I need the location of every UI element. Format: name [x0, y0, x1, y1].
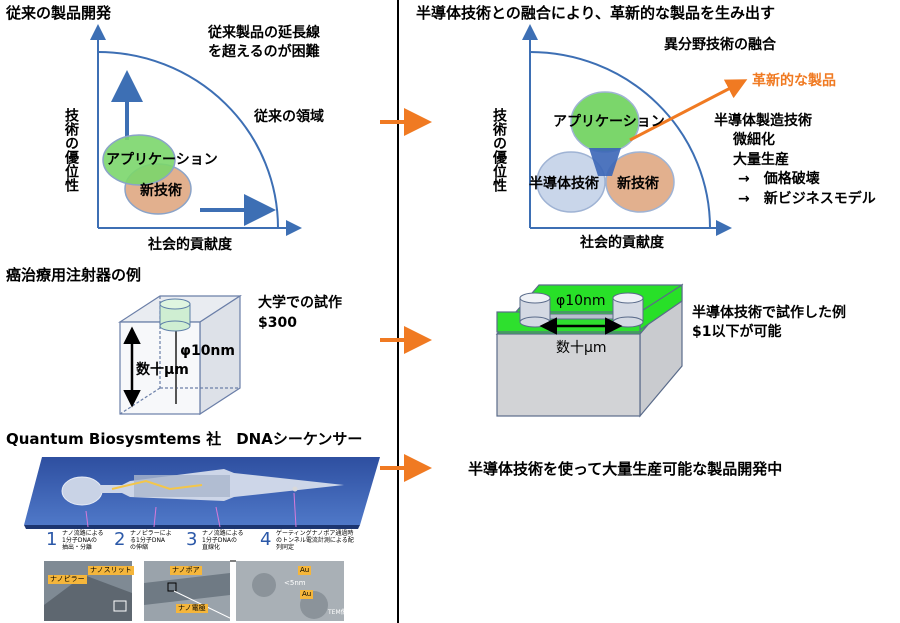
dna-heading: Quantum Biosysmtems 社 DNAシーケンサー: [6, 430, 363, 448]
fusion-label: 異分野技術の融合: [664, 37, 776, 53]
chip-reservoir: [61, 476, 103, 506]
left-note-line2: を超えるのが困難: [208, 44, 320, 60]
step-text: ゲーティングナノポア通過時のトンネル電流計測による配列同定: [276, 530, 354, 551]
dna-dev-text: 半導体技術を使って大量生産可能な製品開発中: [468, 460, 783, 478]
cancer-heading: 癌治療用注射器の例: [6, 266, 142, 284]
right-circle-app-label: アプリケーション: [553, 114, 665, 130]
step-number: 1: [46, 529, 58, 550]
tem-label: TEM像: [328, 609, 347, 616]
left-y-axis-label: 技術の優位性: [63, 108, 79, 192]
step-number: 3: [186, 529, 198, 550]
transition-arrows: [380, 108, 432, 482]
univ-line1: 大学での試作: [258, 295, 342, 311]
left-circle-app-label: アプリケーション: [106, 152, 218, 168]
left-chart: [90, 24, 302, 236]
len-right: 数十μm: [556, 340, 607, 356]
left-region-label: 従来の領域: [254, 109, 324, 125]
right-chart: [522, 24, 748, 236]
left-syringe: [159, 298, 191, 404]
tag-au-top: Au: [298, 566, 312, 575]
left-circle-app: [102, 134, 176, 186]
left-note-line1: 従来製品の延長線: [208, 25, 320, 41]
right-heading: 半導体技術との融合により、革新的な製品を生み出す: [416, 4, 775, 22]
tag-nanopore: ナノポア: [170, 566, 202, 575]
innovation-label: 革新的な製品: [752, 73, 836, 89]
feature-item: 大量生産: [733, 152, 789, 168]
right-circle-tech-label: 新技術: [617, 176, 659, 192]
right-region-arc: [529, 51, 711, 229]
innovation-arrow: [629, 79, 748, 142]
phi-right: φ10nm: [556, 293, 606, 309]
left-heading: 従来の製品開発: [6, 4, 112, 22]
left-circle-tech-label: 新技術: [140, 183, 182, 199]
semi-line1: 半導体技術で試作した例: [692, 305, 846, 321]
right-circle-semi-label: 半導体技術: [529, 176, 599, 192]
tag-au-bottom: Au: [300, 590, 314, 599]
right-circle-semi: [536, 151, 606, 213]
phi-left: φ10nm: [180, 343, 235, 359]
univ-line2: $300: [258, 315, 297, 331]
right-circle-tech: [605, 151, 675, 213]
left-x-axis-label: 社会的貢献度: [148, 237, 232, 253]
right-overlap-center: [589, 148, 621, 176]
tag-nanoslit: ナノスリット: [88, 566, 134, 575]
tag-nanoelectrode: ナノ電極: [176, 604, 208, 613]
step-number: 2: [114, 529, 126, 550]
len-left: 数十μm: [136, 362, 189, 378]
left-region-arc: [97, 51, 279, 229]
feature-item: → 価格破壊: [738, 171, 820, 187]
step-number: 4: [260, 529, 272, 550]
feature-item: 微細化: [733, 132, 775, 148]
dna-sequencer-figure: [24, 457, 380, 621]
tag-nanopillar: ナノピラー: [48, 575, 87, 584]
feature-item: → 新ビジネスモデル: [738, 191, 876, 207]
feature-item: 半導体製造技術: [714, 113, 812, 129]
right-x-axis-label: 社会的貢献度: [580, 235, 664, 251]
right-y-axis-label: 技術の優位性: [491, 108, 507, 192]
semi-line2: $1以下が可能: [692, 324, 782, 340]
size-label: <5nm: [284, 579, 306, 587]
